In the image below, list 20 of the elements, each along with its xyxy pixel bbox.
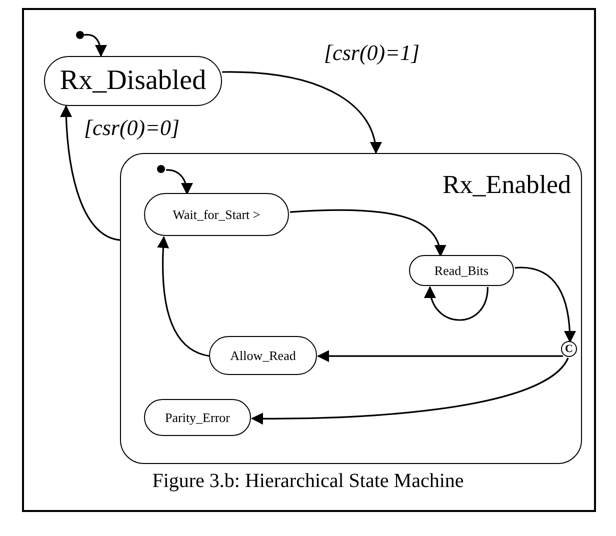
state-box: Rx_Disabled [44, 56, 222, 106]
superstate-box [120, 153, 582, 464]
transition-arrow [251, 358, 569, 425]
transition-arrow [290, 209, 445, 257]
transition-arrow [425, 286, 488, 321]
figure-caption: Figure 3.b: Hierarchical State Machine [152, 470, 464, 493]
transition-arrow [166, 169, 192, 195]
state-box: Read_Bits [409, 255, 514, 286]
initial-state-dot [157, 165, 165, 173]
state-box: Wait_for_Start > [144, 193, 289, 236]
transition-arrow [317, 350, 563, 362]
transition-arrow [222, 71, 381, 154]
connector-circle: C [561, 341, 577, 357]
transition-arrow [157, 236, 210, 357]
transition-arrow [60, 105, 120, 241]
state-box: Allow_Read [209, 336, 317, 375]
state-box: Parity_Error [144, 399, 251, 436]
state-name: Rx_Enabled [442, 170, 571, 200]
transition-arrow [514, 266, 576, 343]
initial-state-dot [76, 31, 84, 39]
